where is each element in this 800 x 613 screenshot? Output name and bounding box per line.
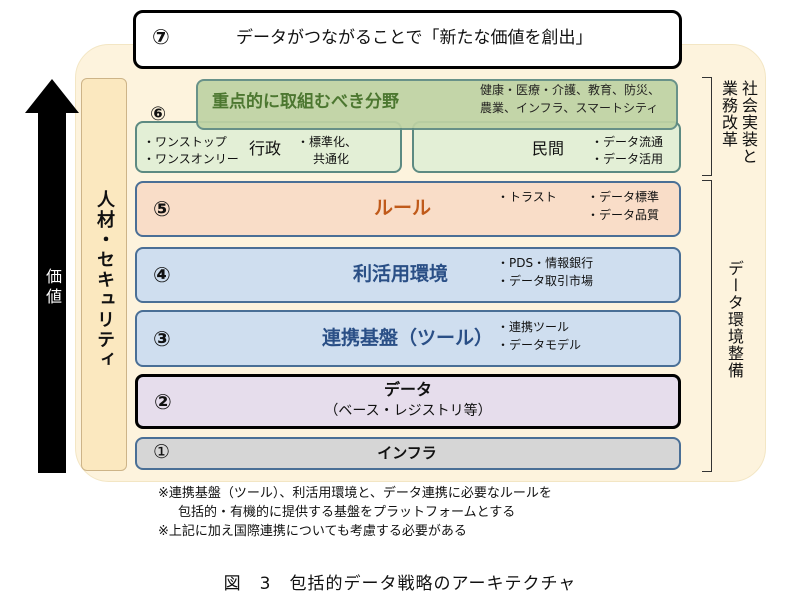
layer7-box: ⑦ データがつながることで「新たな価値を創出」 — [133, 10, 682, 69]
layer7-number: ⑦ — [152, 25, 170, 49]
layer7-text: データがつながることで「新たな価値を創出」 — [236, 28, 593, 48]
layer3-title: 連携基盤（ツール） — [322, 327, 494, 349]
layer1-infra-box: ① インフラ — [135, 437, 681, 470]
layer4-item-pds: ・PDS・情報銀行 — [497, 256, 594, 270]
layer5-title: ルール — [374, 197, 432, 219]
note-line-1: ※連携基盤（ツール）、利活用環境と、データ連携に必要なルールを — [158, 486, 552, 501]
social-implementation-label-line1: 社会実装と — [739, 80, 758, 165]
data-environment-label: データ環境整備 — [725, 260, 744, 379]
layer6-number: ⑥ — [150, 103, 167, 125]
layer3-number: ③ — [153, 327, 171, 351]
value-arrow-label: 価値 — [43, 268, 62, 308]
layer3-item-tools: ・連携ツール — [497, 320, 570, 334]
layer3-platform-box: ③ 連携基盤（ツール） ・連携ツール ・データモデル — [135, 310, 681, 367]
focus-areas-fields-line2: 農業、インフラ、スマートシティ — [480, 101, 659, 115]
social-implementation-label-line2: 業務改革 — [719, 80, 738, 148]
social-implementation-bracket — [702, 77, 712, 176]
gov-item-once-only: ・ワンスオンリー — [143, 152, 239, 166]
layer3-item-data-model: ・データモデル — [497, 338, 582, 352]
private-item-data-distribution: ・データ流通 — [591, 135, 664, 149]
layer4-item-data-market: ・データ取引市場 — [497, 274, 594, 288]
layer2-subtitle: （ベース・レジストリ等） — [324, 403, 492, 419]
focus-areas-title: 重点的に取組むべき分野 — [212, 92, 399, 112]
note-line-3: ※上記に加え国際連携についても考慮する必要がある — [158, 524, 467, 539]
social-implementation-label: 社会実装と 業務改革 — [718, 80, 758, 180]
layer2-title: データ — [383, 380, 432, 399]
value-arrow-shaft — [38, 112, 66, 473]
value-arrow-head — [25, 79, 79, 113]
private-label: 民間 — [532, 139, 565, 158]
layer2-data-box: ② データ （ベース・レジストリ等） — [135, 374, 681, 429]
hr-security-label: 人材・セキュリティ — [94, 190, 115, 370]
focus-areas-fields-line1: 健康・医療・介護、教育、防災、 — [480, 83, 661, 97]
gov-item-commonization: 共通化 — [313, 152, 350, 166]
gov-item-standardization: ・標準化、 — [297, 135, 358, 149]
focus-areas-box: 重点的に取組むべき分野 健康・医療・介護、教育、防災、 農業、インフラ、スマート… — [196, 79, 678, 130]
layer5-number: ⑤ — [153, 197, 171, 221]
layer4-number: ④ — [153, 263, 171, 287]
layer1-title: インフラ — [377, 444, 437, 462]
figure-caption: 図 3 包括的データ戦略のアーキテクチャ — [223, 574, 577, 594]
data-environment-bracket — [702, 180, 712, 472]
layer5-item-data-quality: ・データ品質 — [587, 208, 660, 222]
note-line-2: 包括的・有機的に提供する基盤をプラットフォームとする — [178, 505, 516, 520]
layer5-item-trust: ・トラスト — [497, 190, 557, 204]
layer1-number: ① — [153, 441, 171, 463]
layer2-number: ② — [154, 390, 172, 414]
gov-label: 行政 — [249, 139, 282, 158]
hr-security-column — [81, 78, 127, 471]
layer5-item-data-standard: ・データ標準 — [587, 190, 660, 204]
layer4-utilization-box: ④ 利活用環境 ・PDS・情報銀行 ・データ取引市場 — [135, 247, 681, 303]
layer4-title: 利活用環境 — [353, 263, 449, 285]
gov-item-one-stop: ・ワンストップ — [143, 135, 227, 149]
private-item-data-utilization: ・データ活用 — [591, 152, 664, 166]
layer5-rules-box: ⑤ ルール ・トラスト ・データ標準 ・データ品質 — [135, 181, 681, 237]
